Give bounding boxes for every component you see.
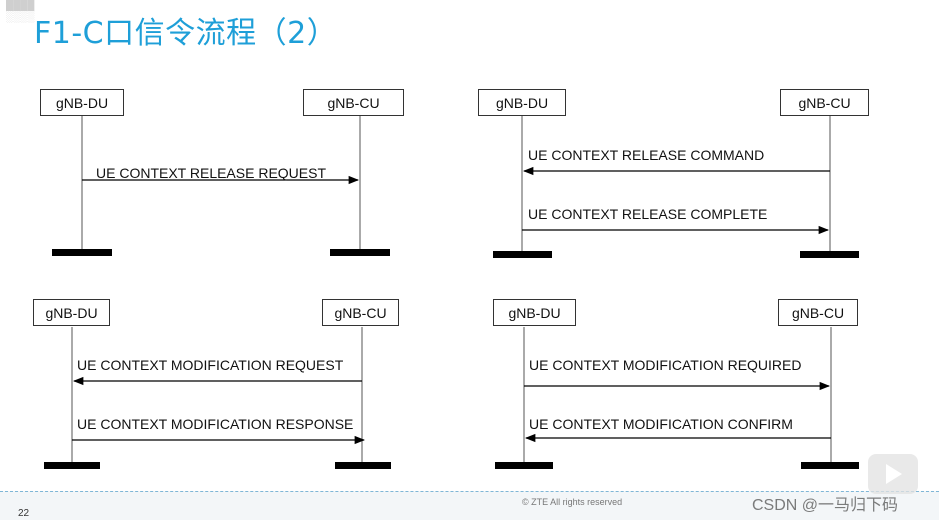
- entity-box: gNB-DU: [33, 299, 110, 326]
- lifeline-end-cu-3: [335, 462, 391, 469]
- entity-box: gNB-CU: [303, 89, 404, 116]
- message-label: UE CONTEXT RELEASE REQUEST: [96, 165, 327, 181]
- lifeline-end-cu-1: [330, 249, 390, 256]
- watermark-text: CSDN @一马归下码: [752, 497, 899, 514]
- entity-box: gNB-DU: [493, 299, 576, 326]
- video-play-icon: [868, 454, 918, 494]
- lifeline-end-du-1: [52, 249, 112, 256]
- message-label: UE CONTEXT RELEASE COMPLETE: [528, 206, 768, 222]
- message-label: UE CONTEXT MODIFICATION REQUIRED: [529, 357, 802, 373]
- entity-box: gNB-DU: [478, 89, 566, 116]
- slide-footer: [0, 491, 939, 520]
- entity-box: gNB-CU: [778, 299, 858, 326]
- entity-box: gNB-CU: [322, 299, 399, 326]
- copyright-text: © ZTE All rights reserved: [522, 497, 623, 507]
- lifeline-end-du-2: [493, 251, 552, 258]
- slide-title: F1-C口信令流程（2）: [34, 16, 338, 51]
- message-label: UE CONTEXT MODIFICATION CONFIRM: [529, 416, 793, 432]
- page-number: 22: [18, 508, 30, 519]
- lifeline-end-du-3: [44, 462, 100, 469]
- entity-box: gNB-DU: [40, 89, 124, 116]
- lifeline-end-cu-2: [800, 251, 859, 258]
- entity-box: gNB-CU: [780, 89, 869, 116]
- message-label: UE CONTEXT MODIFICATION REQUEST: [77, 357, 344, 373]
- message-label: UE CONTEXT RELEASE COMMAND: [528, 147, 765, 163]
- brand-logo: ████░░░░: [6, 0, 35, 23]
- lifeline-end-cu-4: [801, 462, 859, 469]
- message-label: UE CONTEXT MODIFICATION RESPONSE: [77, 416, 354, 432]
- lifeline-end-du-4: [495, 462, 553, 469]
